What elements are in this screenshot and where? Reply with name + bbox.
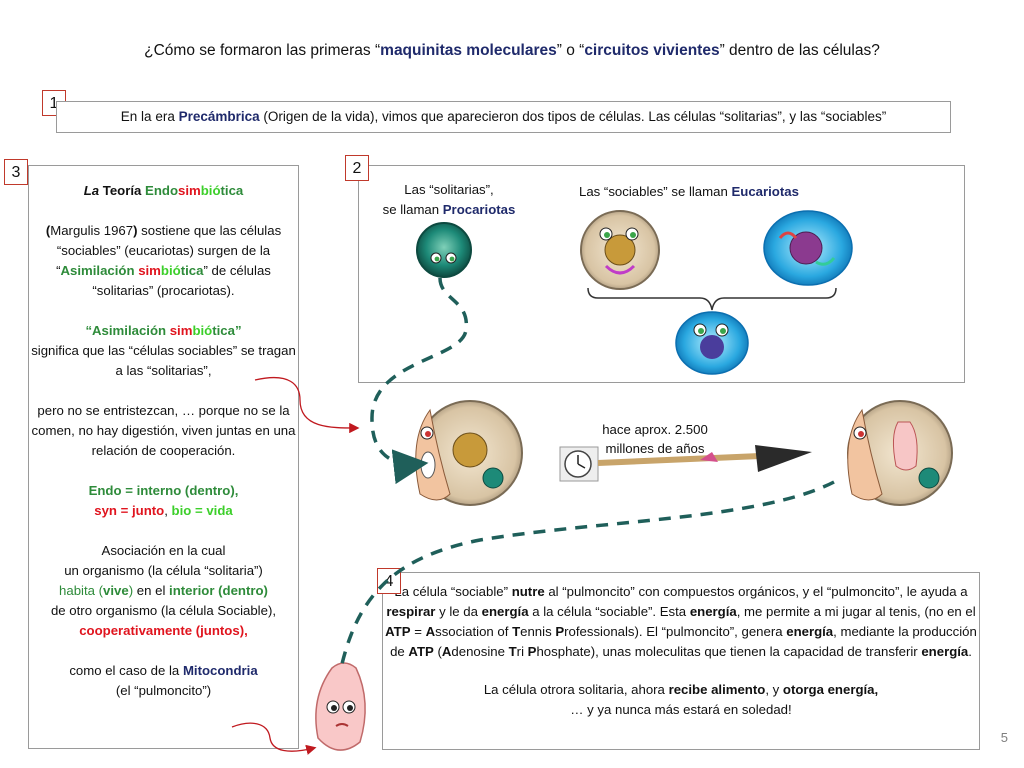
engulf-path	[370, 277, 468, 485]
host-cell-swallowing	[415, 400, 523, 506]
etymology: Endo = interno (dentro),syn = junto, bio…	[88, 483, 239, 518]
page-number: 5	[1000, 730, 1008, 745]
eukaryote-cell-blue-face	[675, 311, 749, 375]
host-cell-with-mitochondrion	[847, 400, 953, 506]
eukaryote-cell-blue	[763, 210, 853, 286]
mitochondria-path	[340, 480, 835, 665]
cell-types-box: Las “solitarias”,se llaman Procariotas L…	[358, 165, 965, 383]
eukaryote-cell-beige	[580, 210, 660, 290]
tragan-arrow	[254, 376, 360, 434]
clock-icon	[559, 446, 599, 482]
time-arrow-icon	[597, 445, 812, 472]
theory-box: La Teoría Endosimbiótica (Margulis 1967)…	[28, 165, 299, 749]
theory-paragraph-2: “Asimilación simbiótica”significa que la…	[31, 323, 296, 378]
eukaryote-label: Las “sociables” se llaman Eucariotas	[579, 184, 799, 199]
pulmoncito-arrow	[231, 722, 317, 755]
theory-heading: La Teoría Endosimbiótica	[83, 183, 244, 198]
mitochondrion-character	[315, 662, 366, 751]
cooperation-box: La célula “sociable” nutre al “pulmoncit…	[382, 572, 980, 750]
page-title: ¿Cómo se formaron las primeras “maquinit…	[144, 42, 880, 59]
cooperation-paragraph-2: La célula otrora solitaria, ahora recibe…	[483, 682, 879, 717]
grouping-brace	[587, 287, 837, 311]
section-number-3: 3	[4, 159, 28, 185]
theory-paragraph-1: (Margulis 1967) sostiene que las células…	[45, 223, 282, 298]
intro-box: En la era Precámbrica (Origen de la vida…	[56, 101, 951, 133]
cooperation-paragraph-1: La célula “sociable” nutre al “pulmoncit…	[385, 584, 977, 659]
section-number-2: 2	[345, 155, 369, 181]
theory-paragraph-6: como el caso de la Mitocondria(el “pulmo…	[69, 663, 258, 698]
prokaryote-cell	[416, 222, 472, 278]
theory-paragraph-3: pero no se entristezcan, … porque no se …	[31, 403, 296, 458]
prokaryote-label: Las “solitarias”,se llaman Procariotas	[382, 182, 516, 217]
